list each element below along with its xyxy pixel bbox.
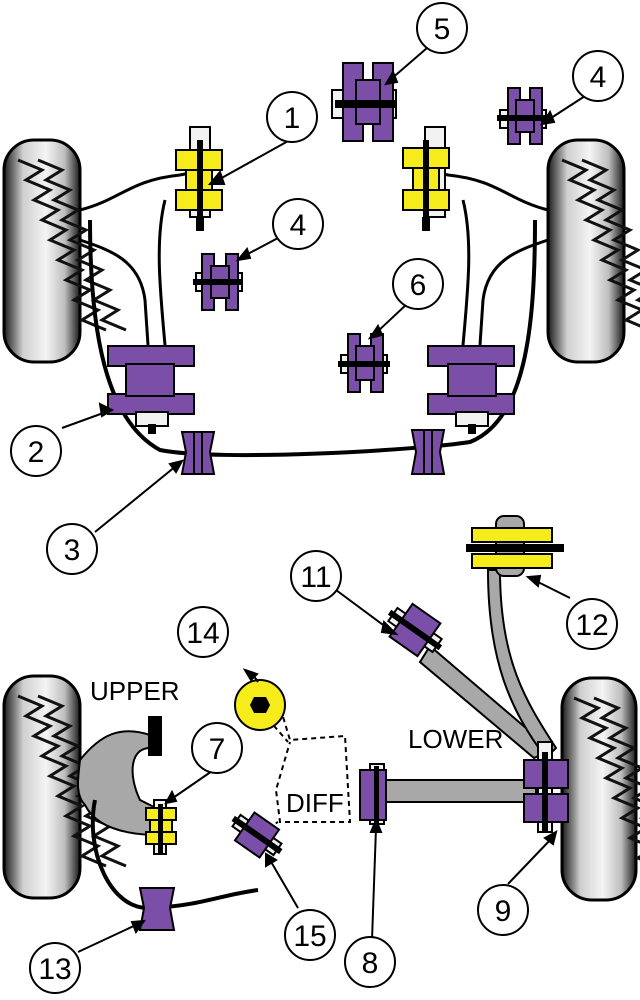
middle-left-small-bush xyxy=(193,253,243,311)
svg-text:3: 3 xyxy=(64,534,81,567)
callout-12: 12 xyxy=(566,598,618,650)
callouts xyxy=(61,47,586,953)
callout-15: 15 xyxy=(284,909,336,961)
front-left-tyre xyxy=(2,138,127,364)
svg-text:15: 15 xyxy=(293,920,326,953)
trailing-arm-top-bush xyxy=(466,515,564,577)
rear-upper-arm-bush xyxy=(145,799,177,855)
front-wishbone-rear-bush-left xyxy=(107,345,195,434)
callout-2: 2 xyxy=(10,425,62,477)
callout-14: 14 xyxy=(177,606,229,658)
callout-4-upper: 4 xyxy=(572,50,624,102)
svg-text:9: 9 xyxy=(495,895,512,928)
svg-text:11: 11 xyxy=(300,561,331,594)
svg-text:14: 14 xyxy=(186,617,219,650)
svg-text:8: 8 xyxy=(362,947,379,980)
top-center-bush xyxy=(331,62,397,142)
rear-left-tyre xyxy=(2,674,127,900)
callout-13: 13 xyxy=(29,942,81,994)
svg-text:4: 4 xyxy=(290,209,307,242)
rear-suspension xyxy=(2,515,640,931)
callout-1: 1 xyxy=(266,91,318,143)
svg-text:6: 6 xyxy=(410,269,427,302)
svg-text:2: 2 xyxy=(28,436,45,469)
lower-arm-inner-bush xyxy=(359,763,387,826)
svg-text:7: 7 xyxy=(209,733,226,766)
rear-lower-arm xyxy=(385,779,537,803)
callout-8: 8 xyxy=(344,936,396,988)
callout-7: 7 xyxy=(191,722,243,774)
front-suspension xyxy=(2,62,640,475)
callout-11: 11 xyxy=(290,550,342,602)
callout-circles: 1 2 3 4 4 5 6 7 xyxy=(10,2,624,994)
diff-label: DIFF xyxy=(286,788,344,818)
top-right-small-bush xyxy=(497,87,547,145)
trailing-arm-front-bush xyxy=(386,602,444,658)
callout-4-lower: 4 xyxy=(272,198,324,250)
rear-upper-arm xyxy=(77,716,162,837)
callout-9: 9 xyxy=(477,884,529,936)
rear-arb-bush xyxy=(138,887,176,931)
svg-text:1: 1 xyxy=(284,102,301,135)
front-arb-bush-right xyxy=(410,429,446,475)
front-wishbone-bush-left xyxy=(175,126,223,231)
front-arb-bush-left xyxy=(180,431,216,475)
front-wishbone-lines xyxy=(79,170,549,346)
front-wishbone-rear-bush-right xyxy=(427,345,515,434)
diff-rear-bush xyxy=(231,811,283,859)
svg-text:5: 5 xyxy=(434,13,451,46)
lower-label: LOWER xyxy=(408,724,503,754)
svg-text:4: 4 xyxy=(590,61,607,94)
rear-right-tyre xyxy=(560,676,640,902)
front-anti-roll-bar xyxy=(88,219,537,458)
front-wishbone-bush-right xyxy=(402,126,450,231)
hub-bush xyxy=(523,741,569,833)
front-right-tyre xyxy=(546,138,640,364)
svg-text:12: 12 xyxy=(575,609,608,642)
center-small-bush xyxy=(338,333,390,393)
svg-text:13: 13 xyxy=(38,953,71,986)
callout-5: 5 xyxy=(416,2,468,54)
upper-label: UPPER xyxy=(90,676,180,706)
diff-mount-insert xyxy=(234,679,286,731)
callout-6: 6 xyxy=(392,258,444,310)
callout-3: 3 xyxy=(46,523,98,575)
